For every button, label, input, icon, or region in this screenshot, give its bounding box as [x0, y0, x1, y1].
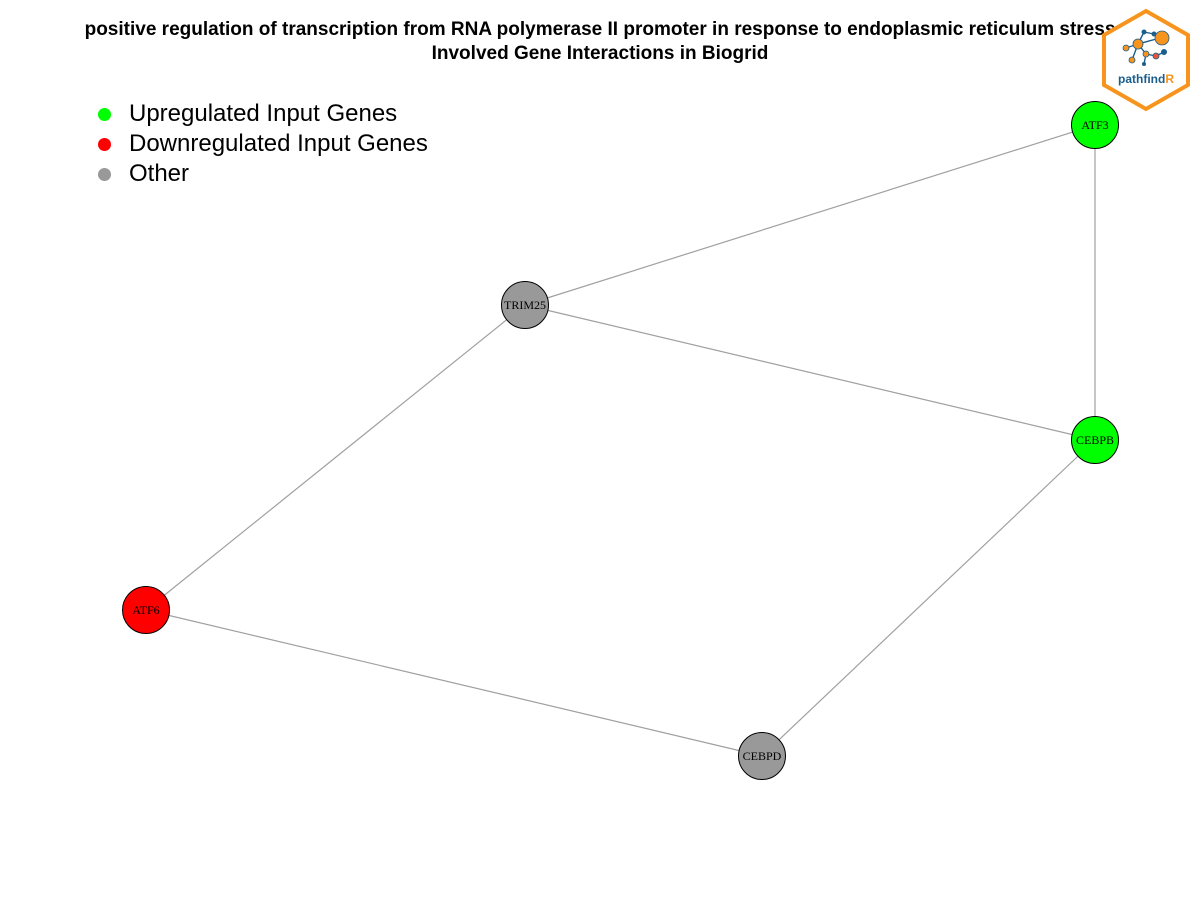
- node-label-cebpd: CEBPD: [743, 749, 782, 763]
- legend-item-other: Other: [96, 159, 428, 189]
- node-trim25: TRIM25: [501, 281, 549, 329]
- node-label-atf6: ATF6: [132, 603, 159, 617]
- node-cebpb: CEBPB: [1071, 416, 1119, 464]
- title-line-1: positive regulation of transcription fro…: [84, 19, 1116, 40]
- legend: Upregulated Input Genes Downregulated In…: [96, 99, 428, 189]
- pathfindr-logo: pathfindR: [1102, 8, 1190, 112]
- edge-atf6-cebpd: [145, 609, 763, 757]
- node-cebpd: CEBPD: [738, 732, 786, 780]
- legend-dot-other: [98, 167, 111, 181]
- legend-label-other: Other: [129, 160, 190, 187]
- legend-label-downregulated: Downregulated Input Genes: [129, 130, 428, 157]
- node-circle-cebpd: [738, 732, 786, 780]
- node-circle-atf3: [1071, 101, 1119, 149]
- chart-title: positive regulation of transcription fro…: [0, 18, 1200, 66]
- edge-trim25-atf3: [524, 124, 1096, 306]
- title-line-2: Involved Gene Interactions in Biogrid: [431, 43, 769, 64]
- edge-trim25-atf6: [145, 304, 526, 611]
- legend-dot-upregulated: [98, 107, 111, 121]
- node-atf6: ATF6: [122, 586, 170, 634]
- node-circle-cebpb: [1071, 416, 1119, 464]
- legend-item-upregulated: Upregulated Input Genes: [96, 99, 428, 129]
- legend-dot-downregulated: [98, 137, 111, 151]
- node-label-cebpb: CEBPB: [1076, 433, 1114, 447]
- legend-item-downregulated: Downregulated Input Genes: [96, 129, 428, 159]
- node-atf3: ATF3: [1071, 101, 1119, 149]
- node-label-trim25: TRIM25: [504, 298, 546, 312]
- edge-cebpb-cebpd: [761, 439, 1096, 757]
- node-circle-atf6: [122, 586, 170, 634]
- svg-text:pathfindR: pathfindR: [1118, 72, 1174, 86]
- edge-trim25-cebpb: [524, 304, 1096, 441]
- node-circle-trim25: [501, 281, 549, 329]
- network-edges: [145, 124, 1096, 757]
- node-label-atf3: ATF3: [1081, 118, 1108, 132]
- legend-label-upregulated: Upregulated Input Genes: [129, 100, 398, 127]
